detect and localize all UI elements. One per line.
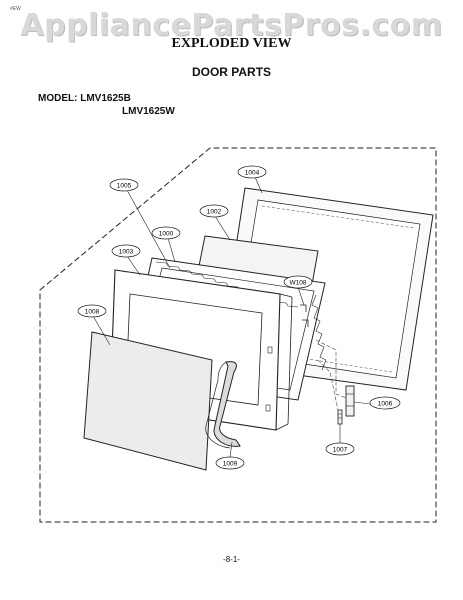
part-1006-latch (345, 385, 355, 417)
callout-1002: 1002 (199, 204, 229, 218)
part-1007-pin (337, 409, 343, 425)
model-label: MODEL: LMV1625B (38, 93, 131, 104)
svg-text:1006: 1006 (378, 401, 393, 408)
dashed-boundary (39, 147, 437, 523)
callout-w108: W108 (283, 275, 313, 289)
svg-text:W108: W108 (290, 280, 307, 287)
svg-text:1000: 1000 (159, 231, 174, 238)
svg-text:1002: 1002 (207, 209, 222, 216)
svg-text:1008: 1008 (85, 309, 100, 316)
model-label-text: MODEL: (38, 93, 78, 104)
callout-1008: 1008 (77, 304, 107, 318)
svg-text:1009: 1009 (223, 461, 238, 468)
watermark: AppliancePartsPros.com (20, 8, 443, 43)
svg-text:1005: 1005 (117, 183, 132, 190)
callout-1004: 1004 (237, 165, 267, 179)
part-w108-hooks (300, 304, 309, 327)
callout-1005: 1005 (109, 178, 139, 192)
part-1009-handle (205, 361, 241, 449)
model-number-2: LMV1625W (122, 106, 175, 117)
assembly-guide-lines (315, 339, 347, 411)
callout-1007: 1007 (325, 442, 355, 456)
callout-1003: 1003 (111, 244, 141, 258)
callout-1006: 1006 (369, 396, 401, 410)
callout-1009: 1009 (215, 456, 245, 470)
page-number: -8-1- (223, 555, 240, 564)
model-number-1: LMV1625B (80, 93, 131, 104)
page-title: EXPLODED VIEW (171, 36, 292, 51)
section-subtitle: DOOR PARTS (191, 65, 272, 79)
svg-text:1003: 1003 (119, 249, 134, 256)
corner-tag: #EW (10, 6, 21, 12)
part-1008-front-panel (83, 331, 213, 471)
svg-text:1007: 1007 (333, 447, 348, 454)
leader-lines (92, 176, 371, 459)
callout-1000: 1000 (151, 226, 181, 240)
svg-text:1004: 1004 (245, 170, 260, 177)
